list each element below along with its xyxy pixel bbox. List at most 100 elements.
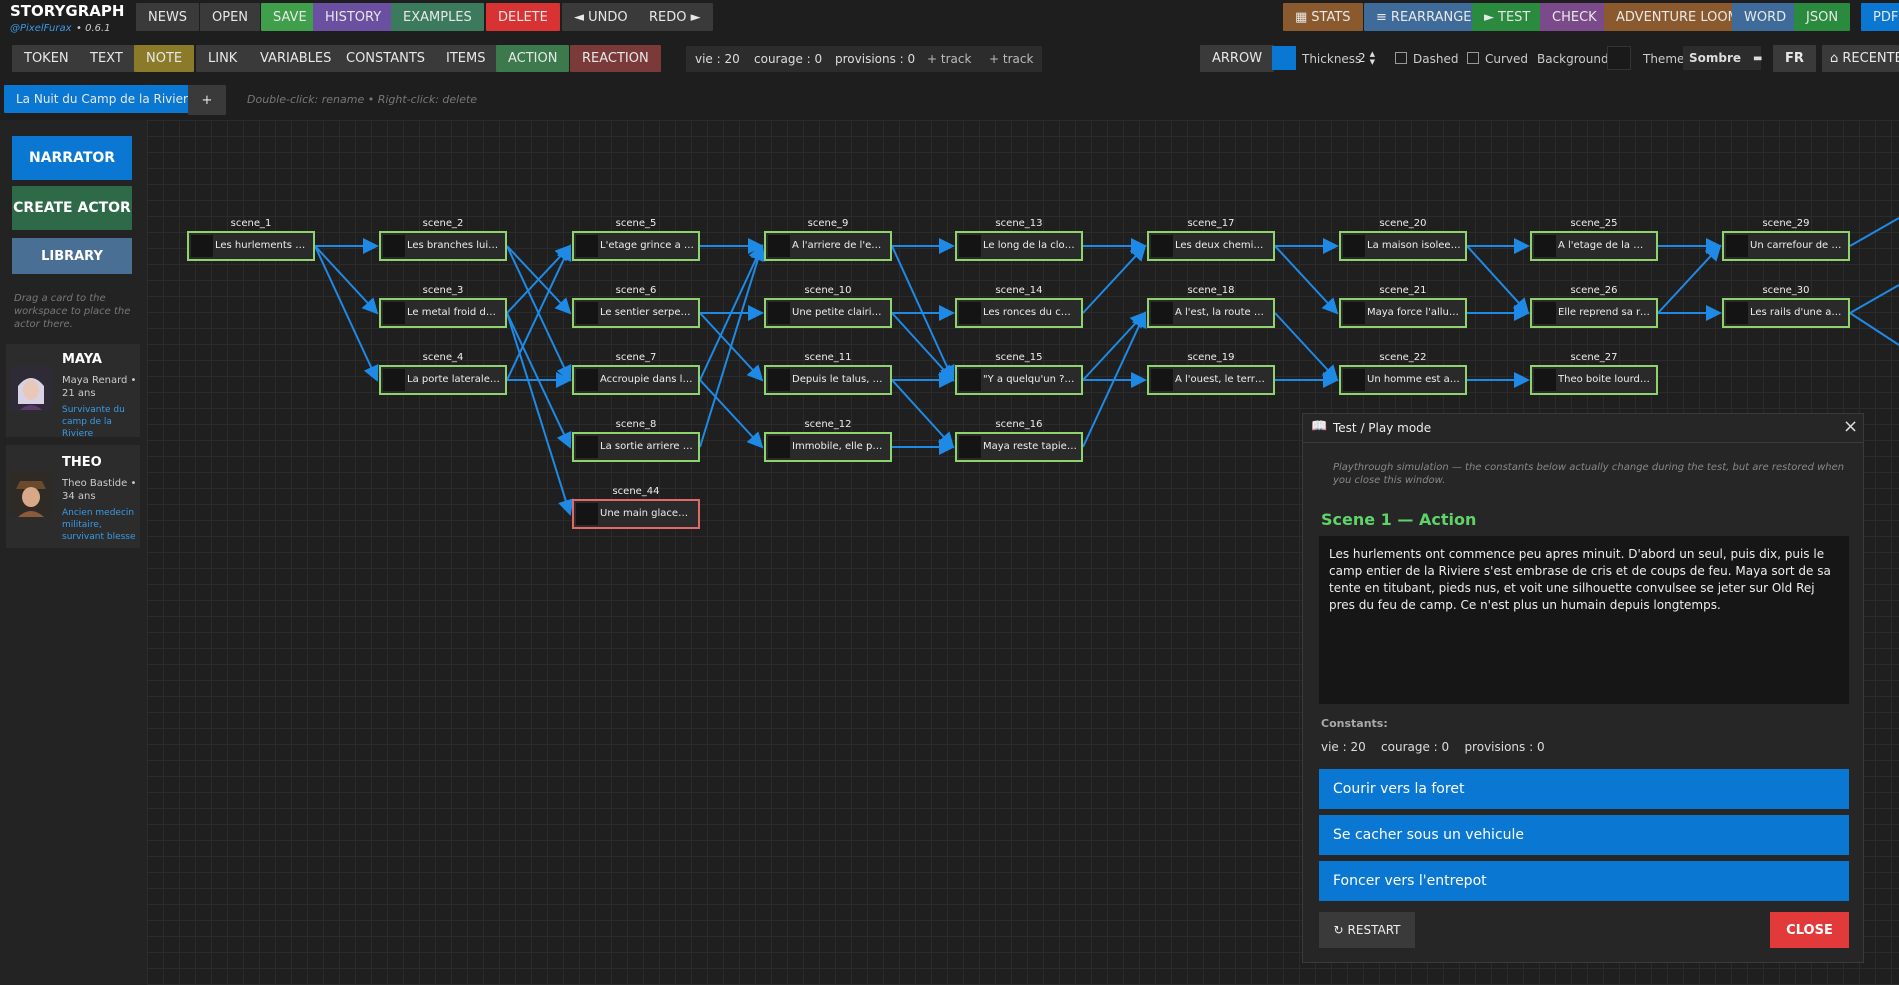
action-tool[interactable]: ACTION — [496, 45, 570, 72]
arrow-tool[interactable]: ARROW — [1200, 45, 1275, 72]
theme-select[interactable]: Sombre ▬ — [1683, 46, 1763, 70]
choice-button-1[interactable]: Courir vers la foret — [1319, 769, 1849, 809]
close-button[interactable]: CLOSE — [1770, 912, 1849, 948]
scene-node-scene_7[interactable]: Accroupie dans les fourres — [572, 365, 700, 395]
scene-node-scene_14[interactable]: Les ronces du champ — [955, 298, 1083, 328]
story-tab-active[interactable]: La Nuit du Camp de la Riviere — [4, 85, 208, 113]
scene-node-scene_11[interactable]: Depuis le talus, Maya — [764, 365, 892, 395]
recenter-button[interactable]: ⌂ RECENTER — [1822, 45, 1899, 72]
edge-offscreen-0[interactable] — [1849, 217, 1899, 247]
curved-checkbox[interactable] — [1467, 52, 1479, 64]
scene-node-scene_19[interactable]: A l'ouest, le terrain descend — [1147, 365, 1275, 395]
edge-scene_1-scene_4[interactable] — [314, 245, 379, 382]
edge-scene_4-scene_5[interactable] — [506, 244, 572, 381]
scene-node-scene_3[interactable]: Le metal froid du chassis — [379, 298, 507, 328]
scene-node-scene_15[interactable]: "Y a quelqu'un ?" chuchote — [955, 365, 1083, 395]
edge-scene_18-scene_22[interactable] — [1274, 312, 1339, 382]
edge-scene_8-scene_9[interactable] — [699, 244, 766, 448]
scene-node-scene_25[interactable]: A l'etage de la maison — [1530, 231, 1658, 261]
edge-scene_3-scene_44[interactable] — [506, 312, 574, 516]
scene-node-scene_26[interactable]: Elle reprend sa route — [1530, 298, 1658, 328]
language-button[interactable]: FR — [1773, 45, 1816, 72]
news-button[interactable]: NEWS — [136, 3, 200, 31]
choice-button-3[interactable]: Foncer vers l'entrepot — [1319, 861, 1849, 901]
test-button[interactable]: ►TEST — [1472, 3, 1543, 31]
scene-node-scene_18[interactable]: A l'est, la route principale — [1147, 298, 1275, 328]
stat-provisions[interactable]: provisions : 0 — [826, 46, 925, 72]
scene-node-scene_20[interactable]: La maison isolee a travers — [1339, 231, 1467, 261]
edge-scene_15-scene_18[interactable] — [1082, 311, 1147, 381]
word-button[interactable]: WORD — [1732, 3, 1799, 31]
note-tool[interactable]: NOTE — [134, 45, 195, 72]
scene-node-scene_29[interactable]: Un carrefour de chemins — [1722, 231, 1850, 261]
constants-tool[interactable]: CONSTANTS — [334, 45, 438, 72]
scene-node-scene_4[interactable]: La porte laterale de l'entrepot — [379, 365, 507, 395]
scene-node-scene_8[interactable]: La sortie arriere donne — [572, 432, 700, 462]
scene-node-scene_12[interactable]: Immobile, elle percoit — [764, 432, 892, 462]
link-tool[interactable]: LINK — [196, 45, 250, 72]
add-tab-button[interactable]: + — [188, 85, 226, 115]
rearrange-button[interactable]: ≡REARRANGE — [1364, 3, 1484, 31]
redo-button[interactable]: REDO ► — [637, 3, 713, 31]
scene-node-scene_5[interactable]: L'etage grince a chaque pas — [572, 231, 700, 261]
edge-scene_1-scene_3[interactable] — [314, 245, 379, 315]
items-tool[interactable]: ITEMS — [434, 45, 498, 72]
thickness-input[interactable]: 2 ▲▼ — [1358, 50, 1376, 66]
scene-node-scene_2[interactable]: Les branches lui griffent — [379, 231, 507, 261]
scene-node-scene_27[interactable]: Theo boite lourdement — [1530, 365, 1658, 395]
open-button[interactable]: OPEN — [200, 3, 261, 31]
scene-node-scene_6[interactable]: Le sentier serpente — [572, 298, 700, 328]
scene-node-scene_10[interactable]: Une petite clairiere s'ouvre — [764, 298, 892, 328]
scene-node-scene_9[interactable]: A l'arriere de l'entrepot — [764, 231, 892, 261]
scene-node-scene_21[interactable]: Maya force l'allure, le souffle — [1339, 298, 1467, 328]
dashed-checkbox[interactable] — [1395, 52, 1407, 64]
edge-scene_26-scene_29[interactable] — [1657, 244, 1722, 314]
edge-offscreen-1[interactable] — [1849, 284, 1899, 314]
check-button[interactable]: CHECK — [1540, 3, 1609, 31]
text-tool[interactable]: TEXT — [78, 45, 135, 72]
token-tool[interactable]: TOKEN — [12, 45, 81, 72]
save-button[interactable]: SAVE — [261, 3, 319, 31]
arrow-color-swatch[interactable] — [1272, 46, 1296, 70]
spinner-icon[interactable]: ▲▼ — [1369, 50, 1376, 66]
edge-scene_10-scene_15[interactable] — [891, 312, 955, 382]
scene-node-scene_22[interactable]: Un homme est assis — [1339, 365, 1467, 395]
narrator-button[interactable]: NARRATOR — [12, 136, 132, 180]
add-track-button[interactable]: + track — [918, 46, 981, 72]
pdf-button[interactable]: PDF — [1861, 3, 1899, 31]
undo-button[interactable]: ◄ UNDO — [562, 3, 640, 31]
edge-offscreen-2[interactable] — [1849, 312, 1899, 346]
edge-scene_14-scene_17[interactable] — [1082, 244, 1147, 314]
json-button[interactable]: JSON — [1794, 3, 1851, 31]
close-icon[interactable]: × — [1843, 416, 1859, 437]
create-actor-button[interactable]: CREATE ACTOR — [12, 186, 132, 230]
library-button[interactable]: LIBRARY — [12, 238, 132, 274]
scene-node-scene_13[interactable]: Le long de la cloture — [955, 231, 1083, 261]
edge-scene_17-scene_21[interactable] — [1274, 245, 1339, 315]
choice-button-2[interactable]: Se cacher sous un vehicule — [1319, 815, 1849, 855]
delete-button[interactable]: DELETE — [486, 3, 560, 31]
actor-card-theo[interactable]: THEO Theo Bastide • 34 ans Ancien medeci… — [6, 445, 140, 548]
stat-courage[interactable]: courage : 0 — [745, 46, 832, 72]
edge-scene_7-scene_9[interactable] — [699, 244, 764, 381]
scene-node-scene_1[interactable]: Les hurlements ont commence — [187, 231, 315, 261]
background-color-swatch[interactable] — [1607, 46, 1631, 70]
scene-node-scene_16[interactable]: Maya reste tapie, immobile — [955, 432, 1083, 462]
edge-scene_16-scene_18[interactable] — [1082, 311, 1147, 448]
scene-node-scene_17[interactable]: Les deux chemins se rejoignent — [1147, 231, 1275, 261]
edge-scene_20-scene_26[interactable] — [1466, 245, 1530, 315]
variables-tool[interactable]: VARIABLES — [248, 45, 344, 72]
stat-vie[interactable]: vie : 20 — [686, 46, 749, 72]
scene-node-scene_44[interactable]: Une main glacee se referme — [572, 499, 700, 529]
restart-button[interactable]: ↻RESTART — [1319, 912, 1415, 948]
scene-node-scene_30[interactable]: Les rails d'une ancienne voie — [1722, 298, 1850, 328]
actor-card-maya[interactable]: MAYA Maya Renard • 21 ans Survivante du … — [6, 344, 140, 439]
examples-button[interactable]: EXAMPLES — [391, 3, 484, 31]
app-author[interactable]: @PixelFurax — [10, 23, 72, 34]
reaction-tool[interactable]: REACTION — [570, 45, 661, 72]
history-button[interactable]: HISTORY — [313, 3, 394, 31]
edge-scene_7-scene_12[interactable] — [699, 379, 764, 449]
adventure-loom-button[interactable]: ADVENTURE LOOM — [1604, 3, 1751, 31]
edge-scene_11-scene_16[interactable] — [891, 379, 955, 449]
stats-button[interactable]: ▦STATS — [1283, 3, 1363, 31]
